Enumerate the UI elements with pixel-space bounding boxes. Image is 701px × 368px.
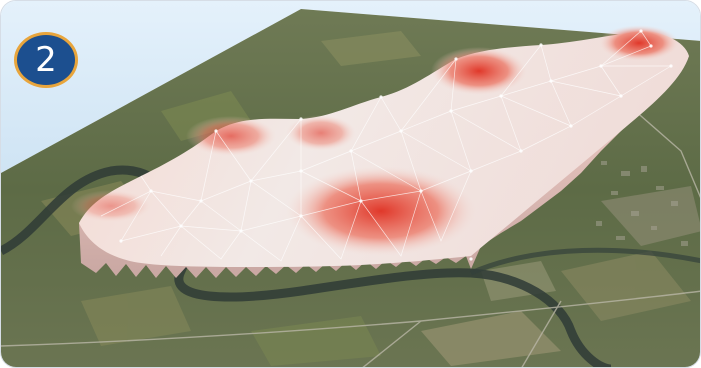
step-number-badge: 2 <box>14 32 78 88</box>
peak-mid <box>286 115 356 151</box>
peak-front <box>286 166 476 256</box>
peak-left <box>186 116 276 156</box>
peak-back-right <box>599 25 679 61</box>
peak-back-center <box>431 47 527 95</box>
sky <box>1 1 700 173</box>
field-patches <box>41 31 700 366</box>
river <box>1 165 612 367</box>
step-number: 2 <box>35 40 57 80</box>
interpolated-surface <box>79 31 689 267</box>
tin-vertices <box>119 29 673 261</box>
peak-ridge-left <box>71 190 151 222</box>
tin-mesh <box>100 30 672 262</box>
